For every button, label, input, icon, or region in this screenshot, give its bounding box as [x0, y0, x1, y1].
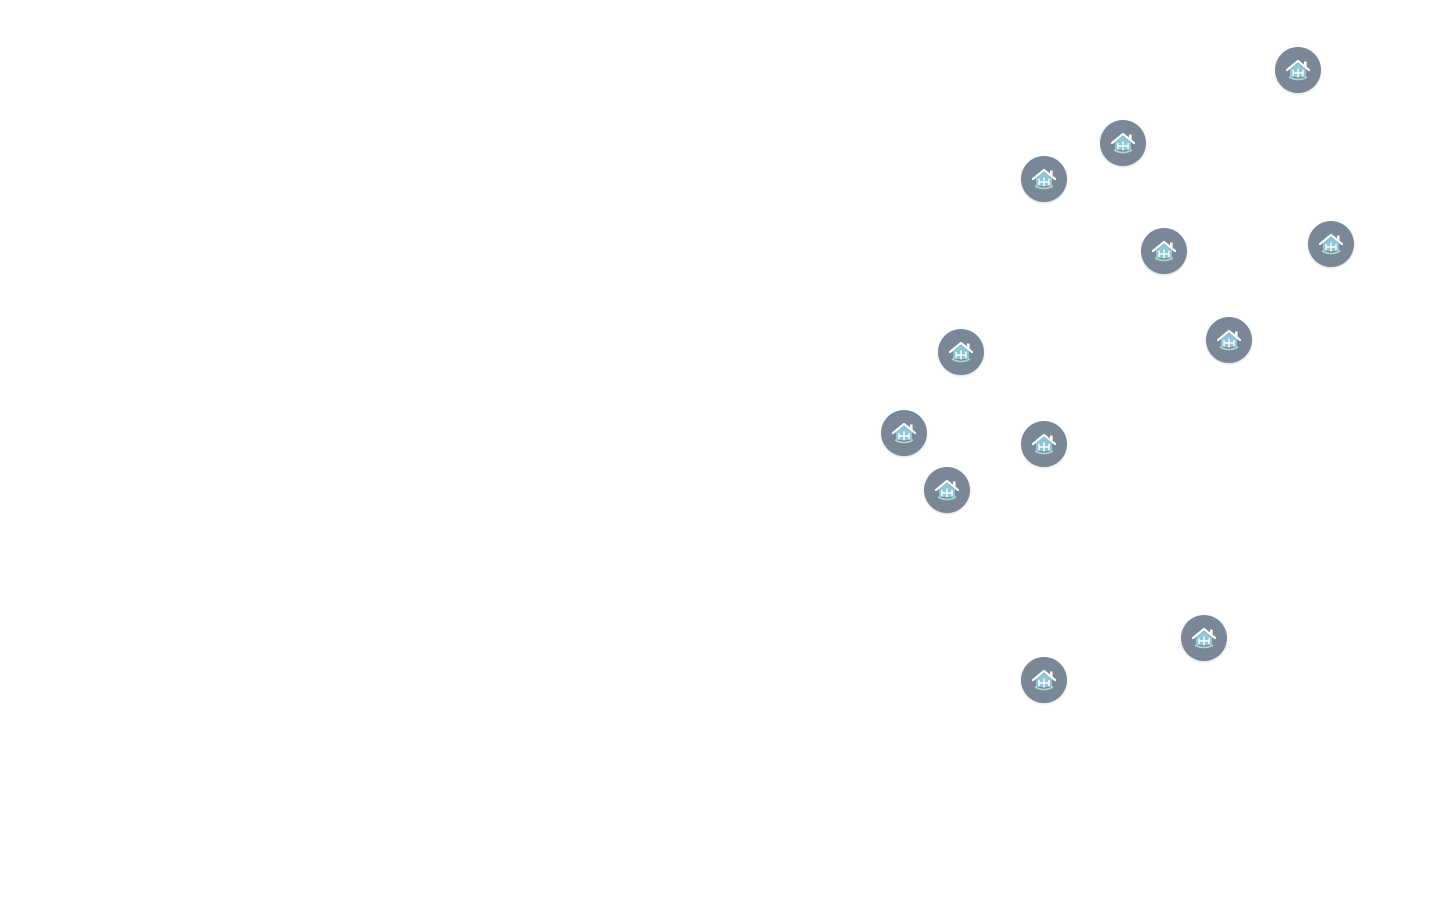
- map-marker[interactable]: [938, 329, 984, 375]
- house-icon: [1216, 329, 1242, 351]
- map-marker[interactable]: [1021, 657, 1067, 703]
- map-marker[interactable]: [1100, 120, 1146, 166]
- map-marker[interactable]: [1275, 47, 1321, 93]
- map-marker[interactable]: [1021, 421, 1067, 467]
- map-marker[interactable]: [1141, 228, 1187, 274]
- map-marker[interactable]: [1021, 156, 1067, 202]
- house-icon: [1031, 168, 1057, 190]
- map-marker[interactable]: [924, 467, 970, 513]
- house-icon: [1031, 433, 1057, 455]
- house-icon: [1191, 627, 1217, 649]
- house-icon: [1110, 132, 1136, 154]
- map-marker[interactable]: [881, 410, 927, 456]
- map-marker[interactable]: [1308, 221, 1354, 267]
- house-icon: [948, 341, 974, 363]
- house-icon: [1318, 233, 1344, 255]
- map-marker[interactable]: [1206, 317, 1252, 363]
- house-icon: [1151, 240, 1177, 262]
- map-marker[interactable]: [1181, 615, 1227, 661]
- house-icon: [934, 479, 960, 501]
- house-icon: [891, 422, 917, 444]
- house-icon: [1031, 669, 1057, 691]
- house-icon: [1285, 59, 1311, 81]
